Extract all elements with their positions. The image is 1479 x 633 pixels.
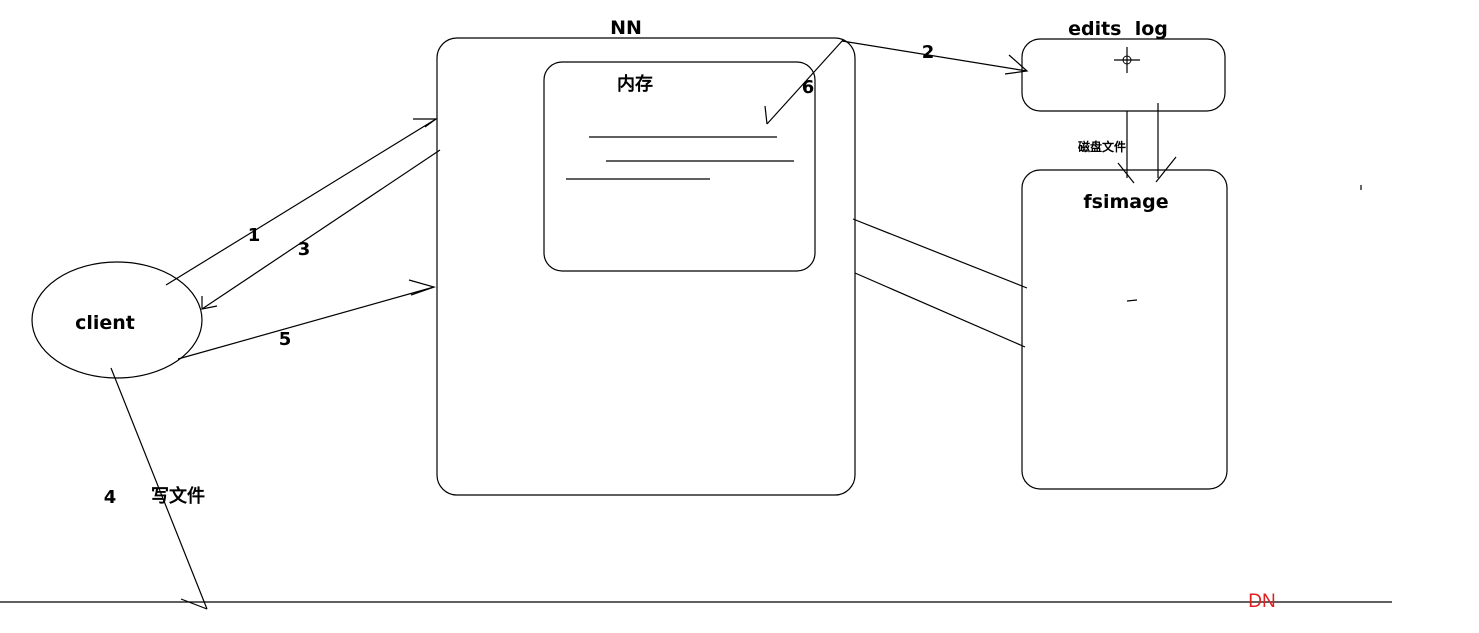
arrow-step-2 [841,40,1029,75]
step-2-label: 2 [922,42,935,63]
arrow-step-5 [177,279,437,360]
client-node [31,261,203,379]
fsimage-box [1021,169,1228,490]
edits-log-box [1021,38,1226,112]
crosshair-cursor-icon [1114,47,1140,73]
stray-mark [1126,299,1138,302]
step-4-label: 4 [104,487,117,508]
memory-title: 内存 [617,73,653,95]
nn-to-fsimage-line-1 [852,218,1028,289]
write-file-label: 写文件 [151,485,205,507]
memory-box [543,61,816,272]
dn-label: DN [1248,591,1275,612]
edits-to-fsimage-arrowhead-b [1155,156,1177,183]
fsimage-title: fsimage [1083,191,1168,213]
step-6-label: 6 [802,77,815,98]
edits-to-fsimage-arrowhead-a [1117,162,1135,184]
disk-file-label: 磁盘文件 [1077,139,1126,154]
step-1-label: 1 [248,225,261,246]
arrow-step-1 [165,118,438,286]
nn-to-fsimage-line-2 [854,272,1026,348]
step-5-label: 5 [279,329,292,350]
client-label: client [75,312,135,334]
step-3-label: 3 [298,239,311,260]
arrow-step-3 [201,149,441,310]
nn-title: NN [610,17,642,39]
edits-log-title: edits log [1068,18,1168,40]
nn-box [436,37,856,496]
arrow-step-6 [764,39,844,125]
arrow-step-4 [110,367,208,610]
